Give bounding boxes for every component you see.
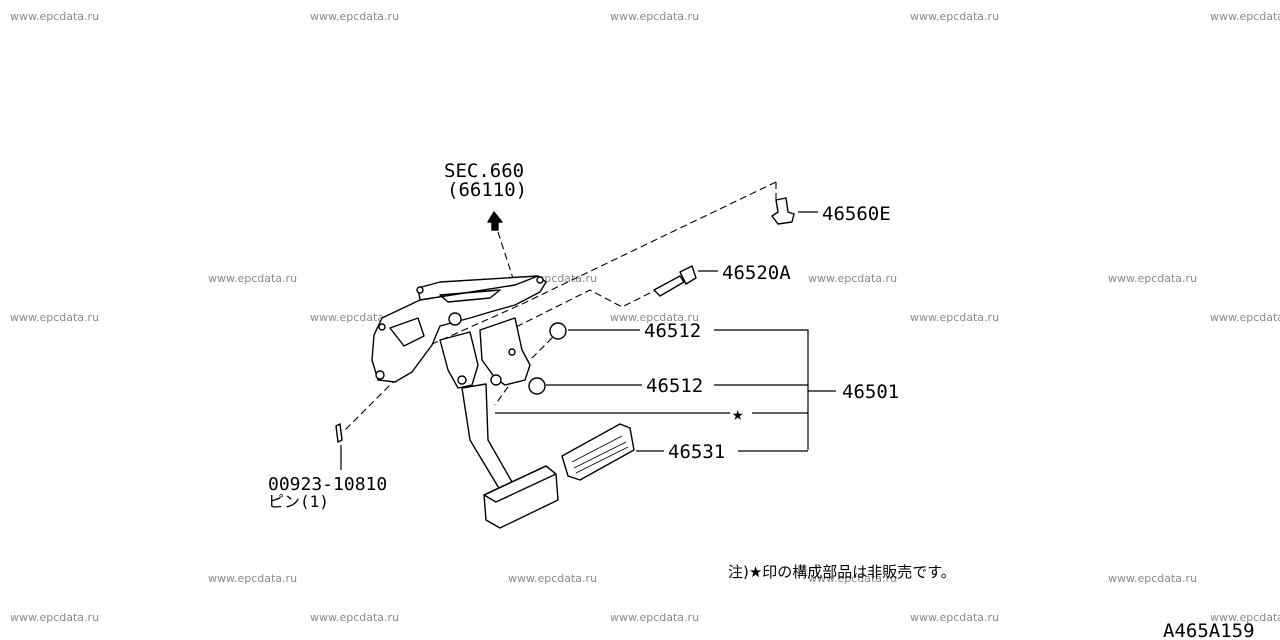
bolt-shank <box>653 275 685 297</box>
bracket-hole <box>448 312 462 326</box>
bracket-hole <box>416 286 424 294</box>
bushings <box>528 322 567 395</box>
watermark-text: www.epcdata.ru <box>10 611 99 624</box>
clip-46560e <box>771 197 795 225</box>
watermark-text: www.epcdata.ru <box>910 311 999 324</box>
clip-body <box>771 197 795 225</box>
pin-shape <box>335 423 343 443</box>
watermark-text: www.epcdata.ru <box>310 611 399 624</box>
callout-46512-upper[interactable]: 46512 <box>644 320 701 342</box>
watermark-text: www.epcdata.ru <box>1210 611 1280 624</box>
bushing-lower <box>528 377 546 395</box>
watermark-text: www.epcdata.ru <box>1210 10 1280 23</box>
arrow-up-icon <box>487 211 503 231</box>
watermark-text: www.epcdata.ru <box>808 272 897 285</box>
footnote: 注)★印の構成部品は非販売です。 <box>728 563 956 581</box>
bracket-side-plate <box>479 317 531 386</box>
watermark-text: www.epcdata.ru <box>1108 272 1197 285</box>
callout-labels: 46560E 46520A 46512 46512 46501 ★ 46531 <box>644 203 899 463</box>
bracket-hole <box>378 323 386 331</box>
star-icon: ★ <box>732 403 743 425</box>
pin-part-number: 00923-10810 <box>268 474 387 495</box>
watermark-text: www.epcdata.ru <box>1108 572 1197 585</box>
pedal-bracket <box>371 275 547 389</box>
pad-texture <box>571 435 629 474</box>
bushing-upper <box>549 322 567 340</box>
watermark-text: www.epcdata.ru <box>610 311 699 324</box>
figure-code: A465A159 <box>1163 620 1255 640</box>
watermark-text: www.epcdata.ru <box>10 311 99 324</box>
watermark-text: www.epcdata.ru <box>610 10 699 23</box>
pedal-arm-body <box>461 383 513 491</box>
bracket-hole <box>536 276 544 284</box>
assembly-axis-line <box>344 181 777 431</box>
watermark-text: www.epcdata.ru <box>1210 311 1280 324</box>
watermark-text: www.epcdata.ru <box>10 10 99 23</box>
bracket-window <box>389 317 425 347</box>
callout-46531[interactable]: 46531 <box>668 441 725 463</box>
pivot-hole <box>457 375 467 385</box>
bracket-edge <box>419 275 539 301</box>
pin-part: 00923-10810 ピン(1) <box>268 423 387 511</box>
bracket-slot <box>439 289 501 303</box>
section-ref-line2: (66110) <box>447 179 527 201</box>
callout-46512-lower[interactable]: 46512 <box>646 375 703 397</box>
callout-46501[interactable]: 46501 <box>842 381 899 403</box>
section-reference[interactable]: SEC.660 (66110) <box>444 160 527 231</box>
pivot-hole <box>490 374 502 386</box>
watermark-text: www.epcdata.ru <box>808 572 897 585</box>
bolt-46520a <box>653 265 697 297</box>
pedal-foot-top <box>483 465 557 503</box>
bracket-side-plate <box>439 331 479 389</box>
watermark-text: www.epcdata.ru <box>310 311 399 324</box>
pin-description: ピン(1) <box>268 492 329 511</box>
watermark-text: www.epcdata.ru <box>208 572 297 585</box>
pivot-hole <box>508 348 516 356</box>
callout-46560e[interactable]: 46560E <box>822 203 891 225</box>
watermark-text: www.epcdata.ru <box>508 572 597 585</box>
pad-body <box>561 423 635 481</box>
watermark-text: www.epcdata.ru <box>310 10 399 23</box>
watermark-text: www.epcdata.ru <box>910 10 999 23</box>
pedal-arm <box>461 383 559 529</box>
bolt-head <box>679 265 697 285</box>
callout-46520a[interactable]: 46520A <box>722 262 791 284</box>
pedal-pad-46531 <box>561 423 635 481</box>
watermark-text: www.epcdata.ru <box>610 611 699 624</box>
bracket-hole <box>375 370 385 380</box>
watermark-text: www.epcdata.ru <box>910 611 999 624</box>
section-ref-line1: SEC.660 <box>444 160 524 182</box>
bolt-leader-line <box>499 287 661 336</box>
watermark-text: www.epcdata.ru <box>208 272 297 285</box>
watermark-layer: www.epcdata.ru www.epcdata.ru www.epcdat… <box>10 10 1280 624</box>
callout-lines <box>495 211 836 452</box>
assembly-bracket-line <box>714 329 809 450</box>
